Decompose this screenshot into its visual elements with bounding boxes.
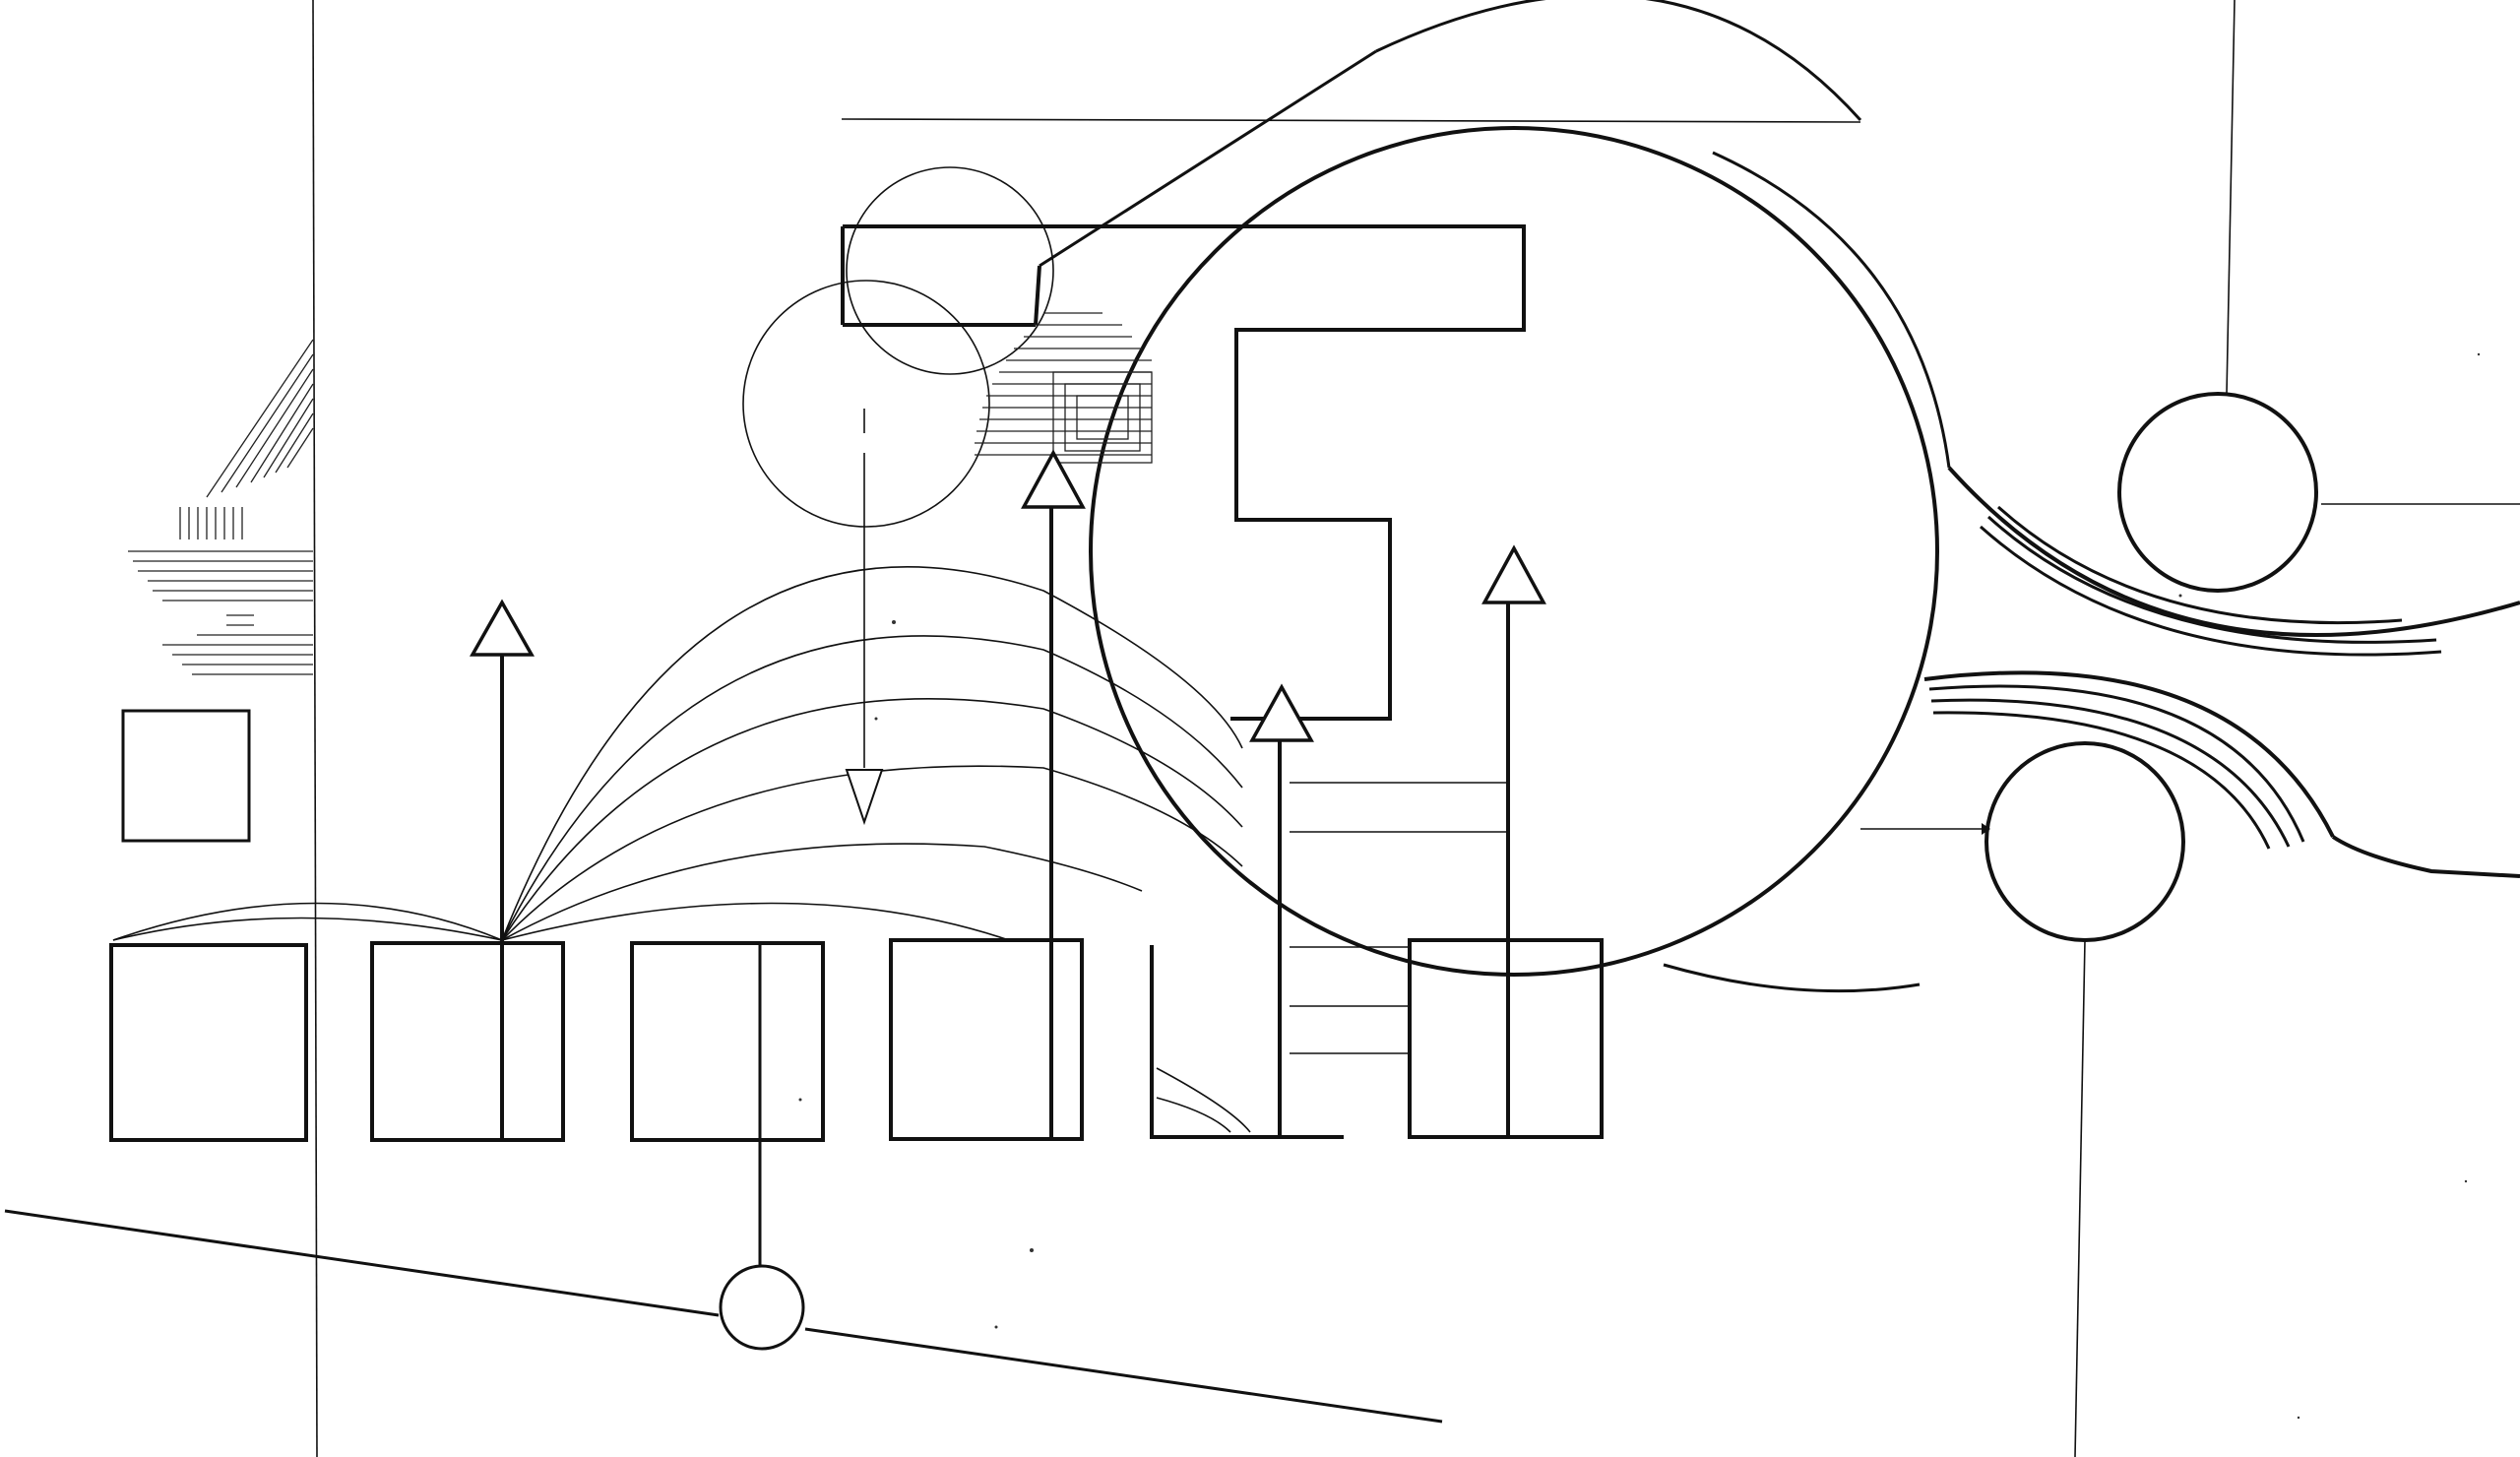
fan-arc-5: [501, 843, 1143, 941]
t-shape-notch: [1034, 265, 1041, 326]
diagonal-line-left: [4, 1209, 720, 1317]
fan-arc-4: [501, 765, 1243, 941]
diagonal-baseline-group: [4, 943, 1443, 1424]
arrow-1-head: [469, 599, 536, 657]
outer-arcs: [1663, 151, 1951, 993]
right-vertical-line-bottom: [2074, 939, 2086, 1457]
fan-arc-2: [501, 635, 1243, 941]
sweep-lower-1: [1928, 684, 2305, 843]
left-vertical-line: [312, 0, 318, 1457]
box-row: [109, 938, 1604, 1142]
overlap-circles: [742, 166, 1054, 528]
box-6: [1408, 938, 1604, 1139]
fan-arcs: [112, 566, 1243, 941]
sweep-main-upper: [1947, 466, 2520, 638]
horizontal-connectors: [1156, 782, 1506, 1133]
fan-arc-7: [112, 902, 503, 941]
box-1: [109, 943, 308, 1142]
overlap-circle-bottom: [742, 280, 990, 528]
box-4: [889, 938, 1084, 1141]
arrow-2-head: [1021, 449, 1086, 509]
sweep-lower-3: [1932, 711, 2271, 850]
sweep-upper-1: [1996, 505, 2403, 625]
sweep-main-lower: [1923, 670, 2335, 838]
bottom-small-circle: [719, 1264, 805, 1351]
right-lower-circle: [1984, 741, 2185, 942]
hatched-block-center: [975, 312, 1153, 464]
outer-arc-bottom: [1663, 963, 1921, 993]
overlap-circle-top: [846, 166, 1054, 375]
right-sweeps: [1923, 466, 2520, 878]
fan-arc-8: [112, 917, 503, 941]
sweep-upper-3: [1980, 525, 2442, 657]
left-small-square: [121, 709, 251, 843]
right-upper-circle: [2117, 392, 2318, 593]
fan-arc-3: [501, 698, 1243, 941]
box-3: [630, 941, 825, 1142]
diagonal-line-right: [804, 1327, 1443, 1424]
frame-lines: [312, 0, 2520, 1457]
ink-specks: [798, 352, 2481, 1420]
top-large-arc: [1375, 0, 1862, 122]
top-horizontal-line: [841, 118, 1861, 123]
arrow-4-head: [1481, 544, 1546, 604]
box-2: [370, 941, 565, 1142]
fan-arc-1: [501, 566, 1243, 941]
top-diagonal-connector: [1039, 49, 1377, 268]
hatched-block-left: [128, 339, 314, 675]
downward-arrow: [845, 409, 884, 826]
sweep-tail: [2331, 835, 2520, 878]
fan-arc-6: [501, 902, 1010, 941]
down-arrow-head: [845, 769, 884, 826]
right-vertical-line-top: [2226, 0, 2236, 395]
sweep-lower-2: [1930, 698, 2291, 848]
arrow-3-head: [1249, 683, 1314, 742]
top-arc-group: [1039, 0, 1862, 268]
t-shape-outline: [843, 224, 1526, 721]
upward-arrows: [469, 449, 1546, 1140]
large-circle: [1089, 126, 1939, 977]
outer-arc-top-right: [1712, 151, 1951, 469]
sweep-upper-2: [1986, 515, 2437, 644]
box-5-open: [1150, 945, 1344, 1139]
